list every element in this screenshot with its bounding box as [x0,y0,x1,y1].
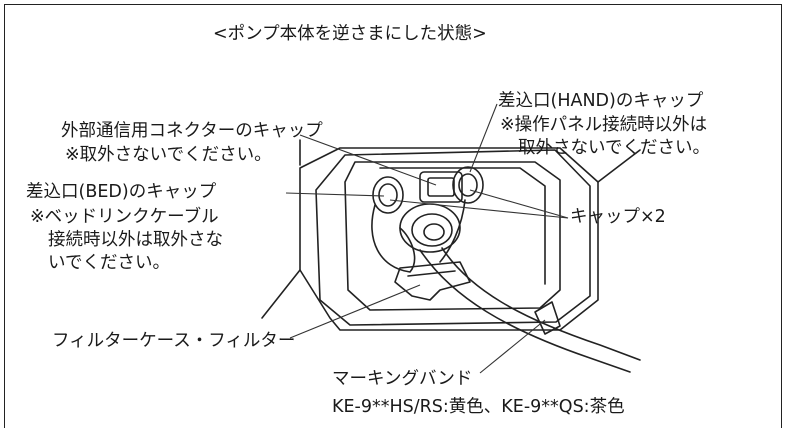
pump-front-panel [315,149,591,326]
hand-cap-note-line2: 取外さないでください。 [518,138,710,158]
marking-band [534,301,561,335]
marking-band-label: マーキングバンド [332,369,473,389]
bed-cap-label: 差込口(BED)のキャップ [26,182,217,202]
hand-cap-note: ※操作パネル接続時以外は 取外さないでください。 [500,114,710,160]
diagram-frame [4,4,782,428]
leader-cap-x2-a [389,199,569,219]
port-housing [344,161,561,311]
bed-cap-note-line2: 接続時以外は取外さな [48,230,223,250]
hand-cap-note-line1: ※操作パネル接続時以外は [500,115,708,135]
bed-cap-note-line1: ※ベッドリンクケーブル [30,207,219,227]
infusion-tube [441,247,641,361]
filter-label: フィルターケース・フィルター [52,331,296,351]
comm-cap-note: ※取外さないでください。 [65,145,272,165]
bed-cap-tether [371,204,416,273]
hand-cap-label: 差込口(HAND)のキャップ [498,91,704,111]
comm-connector-cap [419,171,463,203]
leader-marking-band [479,319,546,374]
leader-hand-cap [469,103,498,173]
bed-port-cap [372,176,404,214]
diagram-title: <ポンプ本体を逆さまにした状態> [213,24,487,44]
comm-cap-label: 外部通信用コネクターのキャップ [61,121,323,141]
bed-cap-note: ※ベッドリンクケーブル 接続時以外は取外さな いでください。 [30,206,223,275]
marking-band-colors: KE-9**HS/RS:黄色、KE-9**QS:茶色 [332,397,625,417]
leader-cap-x2-b [469,189,569,219]
leader-filter [289,284,421,339]
pump-body-outline [299,147,599,331]
leader-bed-cap [285,192,385,197]
tube-connector [399,203,461,253]
leader-comm-cap [299,134,437,186]
cap-x2-label: キャップ×2 [570,207,666,227]
filter-case [394,261,471,301]
bed-cap-note-line3: いでください。 [48,253,170,273]
hand-port-cap [452,166,484,204]
